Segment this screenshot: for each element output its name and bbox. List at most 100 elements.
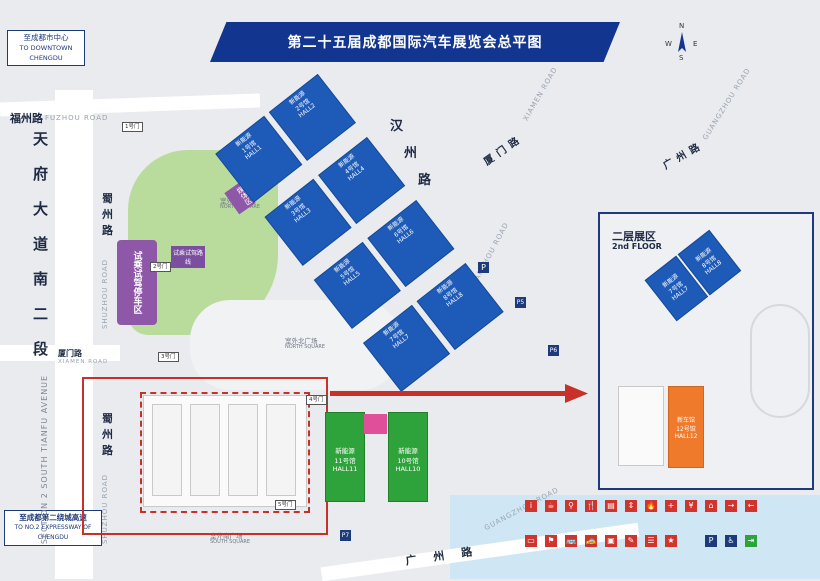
legend-atm-icon: ¥	[685, 500, 697, 512]
hall-10[interactable]: 新能源 10号馆 HALL10	[388, 412, 428, 502]
hall-10-en: HALL10	[395, 465, 421, 473]
test-drive-parking: 试乘试驾停车区	[117, 240, 157, 325]
legend-exit-icon: ←	[745, 500, 757, 512]
gate-3[interactable]: 3号门	[158, 352, 179, 362]
sf-hall-12[interactable]: 新车馆 12号馆 HALL12	[668, 386, 704, 468]
gate-5[interactable]: 5号门	[275, 500, 296, 510]
label-shuzhou-cn-lower: 蜀 州 路	[102, 410, 113, 458]
label-guangzhou-v: 广 州 路	[658, 136, 702, 173]
highlight-frame	[82, 377, 328, 535]
gate-4[interactable]: 4号门	[306, 395, 327, 405]
gate-2[interactable]: 2号门	[150, 262, 171, 272]
gate-1[interactable]: 1号门	[122, 122, 143, 132]
hall-11-num: 11号馆	[334, 457, 356, 465]
ximen-char: 路	[506, 135, 522, 151]
sf-circle-ramp	[750, 304, 810, 418]
legend-vip-icon: ★	[665, 535, 677, 547]
legend-medical-icon: +	[665, 500, 677, 512]
south-hall-unit	[228, 404, 258, 496]
south-hall-unit	[152, 404, 182, 496]
legend-shop-icon: ⌂	[705, 500, 717, 512]
legend-parking-icon: P	[705, 535, 717, 547]
guangzhou-char: 广	[661, 157, 676, 172]
compass-arrow-icon	[678, 32, 686, 52]
guangzhou-char: 路	[687, 142, 702, 157]
shuzhou-char: 州	[102, 428, 113, 441]
shuzhou-char: 路	[102, 224, 113, 237]
south-hall-unit	[266, 404, 296, 496]
test-drive-route-label: 试乘试驾路线	[171, 246, 205, 268]
sign-expressway-en: TO NO.2 EXPRESSWAY OF CHENGDU	[14, 524, 92, 541]
sign-downtown: 至成都市中心 TO DOWNTOWN CHENGDU	[7, 30, 85, 66]
sf-hall-12-en: HALL12	[674, 433, 698, 440]
guangzhou-char: 路	[460, 545, 474, 560]
sign-expressway: 至成都第二绕城高速 TO NO.2 EXPRESSWAY OF CHENGDU	[4, 510, 102, 546]
label-fuzhou-en: FUZHOU ROAD	[45, 114, 109, 122]
hall-10-num: 10号馆	[397, 457, 419, 465]
hanzhou-char: 汉	[390, 119, 404, 134]
parking-icon: P6	[548, 345, 559, 356]
south-hall-block	[143, 395, 307, 507]
label-guangzhou-v-en: GUANGZHOU ROAD	[701, 66, 753, 142]
tianfu-char: 段	[33, 340, 49, 358]
hall-11-en: HALL11	[332, 465, 358, 473]
parking-icon: P7	[340, 530, 351, 541]
sign-expressway-cn: 至成都第二绕城高速	[19, 513, 87, 522]
legend-shuttle-icon: 🚌	[565, 535, 577, 547]
tianfu-char: 道	[33, 235, 49, 253]
guangzhou-char: 州	[674, 149, 689, 165]
shuzhou-char: 蜀	[102, 412, 113, 425]
tianfu-char: 大	[33, 200, 49, 218]
hanzhou-char: 路	[418, 173, 432, 188]
road-tianfu	[55, 90, 93, 579]
hanzhou-char: 州	[404, 146, 418, 161]
sf-hall-12-cn: 新车馆	[676, 417, 695, 424]
south-square-en: SOUTH SQUARE	[210, 539, 250, 545]
tianfu-char: 二	[33, 305, 49, 323]
ximen-char: 厦	[482, 153, 497, 168]
tianfu-char: 南	[33, 270, 49, 288]
sf-grey-block	[618, 386, 664, 466]
legend-cafe-icon: ☕	[545, 500, 557, 512]
hall-11[interactable]: 新能源 11号馆 HALL11	[325, 412, 365, 502]
legend-office-icon: ▣	[605, 535, 617, 547]
shuzhou-char: 蜀	[102, 192, 113, 205]
guangzhou-char: 广	[404, 553, 418, 568]
sign-downtown-cn: 至成都市中心	[23, 33, 69, 42]
label-shuzhou-cn: 蜀 州 路	[102, 190, 113, 238]
legend-fire-icon: 🔥	[645, 500, 657, 512]
shuzhou-char: 路	[102, 444, 113, 457]
compass-w: W	[665, 40, 672, 48]
legend-ticket-icon: ▭	[525, 535, 537, 547]
legend-taxi-icon: 🚕	[585, 535, 597, 547]
label-tianfu-cn: 天 府 大 道 南 二 段	[33, 128, 49, 359]
compass-e: E	[693, 40, 698, 48]
compass: N W E S	[665, 22, 699, 62]
arrow-right-icon	[330, 384, 588, 403]
south-hall-unit	[190, 404, 220, 496]
parking-icon: P	[478, 262, 489, 273]
guangzhou-char: 州	[432, 549, 446, 564]
hall-11-cn: 新能源	[335, 447, 355, 455]
label-ximen-en: XIAMEN ROAD	[58, 359, 109, 365]
label-tianfu-en: SECTION 2 SOUTH TIANFU AVENUE	[40, 374, 50, 545]
sf-hall-12-num: 12号馆	[676, 426, 696, 433]
second-floor-panel: 二层展区 2nd FLOOR 新能源 7号馆 HALL7 新能源 8号馆 HAL…	[598, 212, 814, 490]
label-hanzhou: 汉 州 路	[390, 115, 431, 188]
legend-press-icon: ✎	[625, 535, 637, 547]
east-square-en: NORTH SQUARE	[285, 344, 326, 350]
map-title: 第二十五届成都国际汽车展览会总平图	[210, 22, 620, 62]
legend-stairs-icon: ▤	[605, 500, 617, 512]
compass-s: S	[679, 54, 684, 62]
label-ximen-v-en: XIAMEN ROAD	[521, 65, 560, 123]
parking-icon: P5	[515, 297, 526, 308]
legend-emergency-icon: ⇥	[745, 535, 757, 547]
east-square-cn: 室外北广场	[285, 337, 318, 345]
road-ximen	[0, 345, 120, 361]
shuzhou-char: 州	[102, 208, 113, 221]
legend-lounge-icon: ☰	[645, 535, 657, 547]
south-square-cn: 室外南广场	[210, 532, 243, 540]
hall-10-cn: 新能源	[398, 447, 418, 455]
legend-elevator-icon: ⇕	[625, 500, 637, 512]
tianfu-char: 天	[33, 130, 49, 148]
